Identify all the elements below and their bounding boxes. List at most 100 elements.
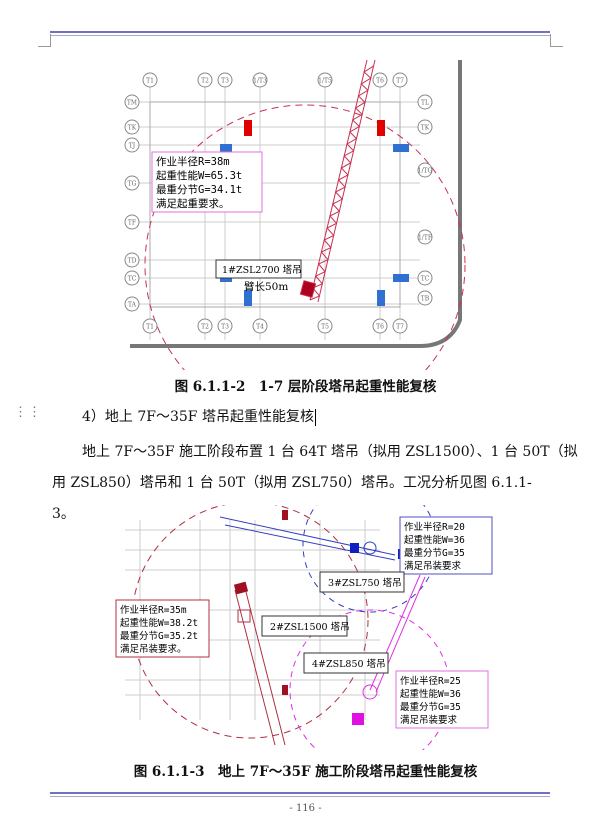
axis-bubble: T2	[197, 72, 213, 88]
crane-2-boom	[234, 587, 286, 746]
figure-2-caption: 图 6.1.1-3 地上 7F～35F 施工阶段塔吊起重性能复核	[133, 764, 478, 780]
axis-bubble: TC	[417, 270, 433, 286]
axis-bubble: TJ	[124, 137, 140, 153]
svg-text:T3: T3	[221, 78, 229, 85]
info-line: 满足吊装要求	[404, 560, 462, 572]
column-red	[244, 120, 252, 136]
axis-bubble: T5	[317, 318, 333, 334]
axis-bubble: T6	[372, 318, 388, 334]
axis-bubble: TL	[417, 94, 433, 110]
svg-text:TJ: TJ	[129, 143, 136, 150]
info-line: 作业半径R=38m	[156, 155, 230, 168]
axis-bubble: T1	[142, 72, 158, 88]
svg-text:TC: TC	[421, 276, 430, 283]
axis-bubble: 1/T5	[317, 72, 333, 88]
info-line: 起重性能W=38.2t	[120, 617, 198, 629]
info-line: 起重性能W=36	[400, 688, 461, 700]
column-blue	[377, 290, 385, 306]
crane-label: 3#ZSL750 塔吊	[328, 577, 402, 589]
axis-bubble: TC	[124, 270, 140, 286]
crane-label: 1#ZSL2700 塔吊	[222, 264, 302, 276]
drag-handle-icon[interactable]: ⋮⋮	[14, 405, 42, 420]
axis-bubble: 1/TG	[417, 162, 433, 178]
figure-1-crane-plan: 作业半径R=38m 起重性能W=65.3t 最重分节G=34.1t 满足起重要求…	[124, 60, 466, 370]
svg-text:T2: T2	[201, 324, 209, 331]
svg-text:T7: T7	[396, 324, 404, 331]
column-blue	[393, 274, 409, 282]
axis-bubble: TK	[124, 119, 140, 135]
paragraph-line: 用 ZSL850）塔吊和 1 台 50T（拟用 ZSL750）塔吊。工况分析见图…	[52, 475, 532, 522]
info-line: 作业半径R=20	[404, 521, 465, 533]
info-line: 作业半径R=35m	[120, 604, 187, 616]
corner-mark	[38, 34, 51, 47]
crane-radius-circle	[144, 104, 466, 370]
info-line: 最重分节G=35	[404, 547, 465, 559]
figure-2-crane-plan: 作业半径R=35m 起重性能W=38.2t 最重分节G=35.2t 满足吊装要求…	[115, 505, 493, 750]
column-blue	[393, 144, 409, 152]
text-cursor	[315, 409, 316, 426]
axis-bubble: TF	[124, 214, 140, 230]
axis-bubble: TD	[124, 252, 140, 268]
info-line: 最重分节G=35.2t	[120, 630, 198, 642]
svg-text:TM: TM	[127, 100, 137, 107]
axis-bubble: T2	[197, 318, 213, 334]
axis-bubble: TK	[417, 119, 433, 135]
svg-text:1/TF: 1/TF	[418, 235, 432, 242]
info-line: 满足起重要求。	[156, 197, 230, 210]
axis-bubble: T4	[252, 318, 268, 334]
svg-text:T3: T3	[221, 324, 229, 331]
axis-bubble: TM	[124, 94, 140, 110]
site-boundary	[130, 60, 462, 348]
axis-bubble: T6	[372, 72, 388, 88]
info-line: 最重分节G=35	[400, 701, 461, 713]
header-rule	[50, 31, 550, 36]
info-line: 满足吊装要求。	[120, 643, 187, 655]
column-blue	[244, 290, 252, 306]
svg-text:TA: TA	[128, 302, 137, 309]
svg-text:TF: TF	[128, 220, 136, 227]
column-blue	[220, 144, 232, 152]
page-number: - 116 -	[289, 803, 322, 814]
paragraph-line: 地上 7F～35F 施工阶段布置 1 台 64T 塔吊（拟用 ZSL1500）、…	[82, 444, 578, 460]
axis-bubble: T1	[142, 318, 158, 334]
corner-mark	[550, 34, 563, 47]
crane-3-boom	[219, 516, 396, 561]
svg-text:T5: T5	[321, 324, 329, 331]
footer-rule	[50, 792, 550, 797]
svg-text:1/T3: 1/T3	[253, 78, 267, 85]
info-line: 起重性能W=65.3t	[156, 169, 242, 182]
column-red	[377, 120, 385, 136]
axis-bubble: T3	[217, 318, 233, 334]
svg-text:T7: T7	[396, 78, 404, 85]
info-line: 满足吊装要求	[400, 714, 458, 726]
crane-label: 2#ZSL1500 塔吊	[270, 621, 350, 633]
svg-text:TB: TB	[421, 296, 430, 303]
svg-text:T2: T2	[201, 78, 209, 85]
arm-length-label: 臂长50m	[244, 280, 288, 293]
svg-text:TG: TG	[128, 181, 137, 188]
crane-1-boom	[299, 60, 376, 303]
axis-bubble: TA	[124, 296, 140, 312]
axis-bubble: TB	[417, 290, 433, 306]
svg-text:1/TG: 1/TG	[418, 168, 433, 175]
axis-bubble: T3	[217, 72, 233, 88]
svg-text:TC: TC	[128, 276, 137, 283]
info-line: 作业半径R=25	[400, 675, 461, 687]
svg-text:TK: TK	[421, 125, 430, 132]
svg-text:1/T5: 1/T5	[318, 78, 332, 85]
axis-bubble: 1/T3	[252, 72, 268, 88]
svg-text:TL: TL	[421, 100, 429, 107]
section-heading: 4）地上 7F～35F 塔吊起重性能复核	[82, 409, 314, 425]
crane-label: 4#ZSL850 塔吊	[312, 658, 386, 670]
axis-bubble: 1/TF	[417, 229, 433, 245]
crane-2-radius	[131, 505, 369, 739]
axis-bubble: TG	[124, 175, 140, 191]
info-line: 起重性能W=36	[404, 534, 465, 546]
svg-text:T6: T6	[376, 324, 384, 331]
figure-1-caption: 图 6.1.1-2 1-7 层阶段塔吊起重性能复核	[174, 379, 437, 395]
svg-text:TK: TK	[128, 125, 137, 132]
svg-text:T1: T1	[146, 78, 154, 85]
axis-bubble: T7	[392, 318, 408, 334]
svg-text:T4: T4	[256, 324, 264, 331]
